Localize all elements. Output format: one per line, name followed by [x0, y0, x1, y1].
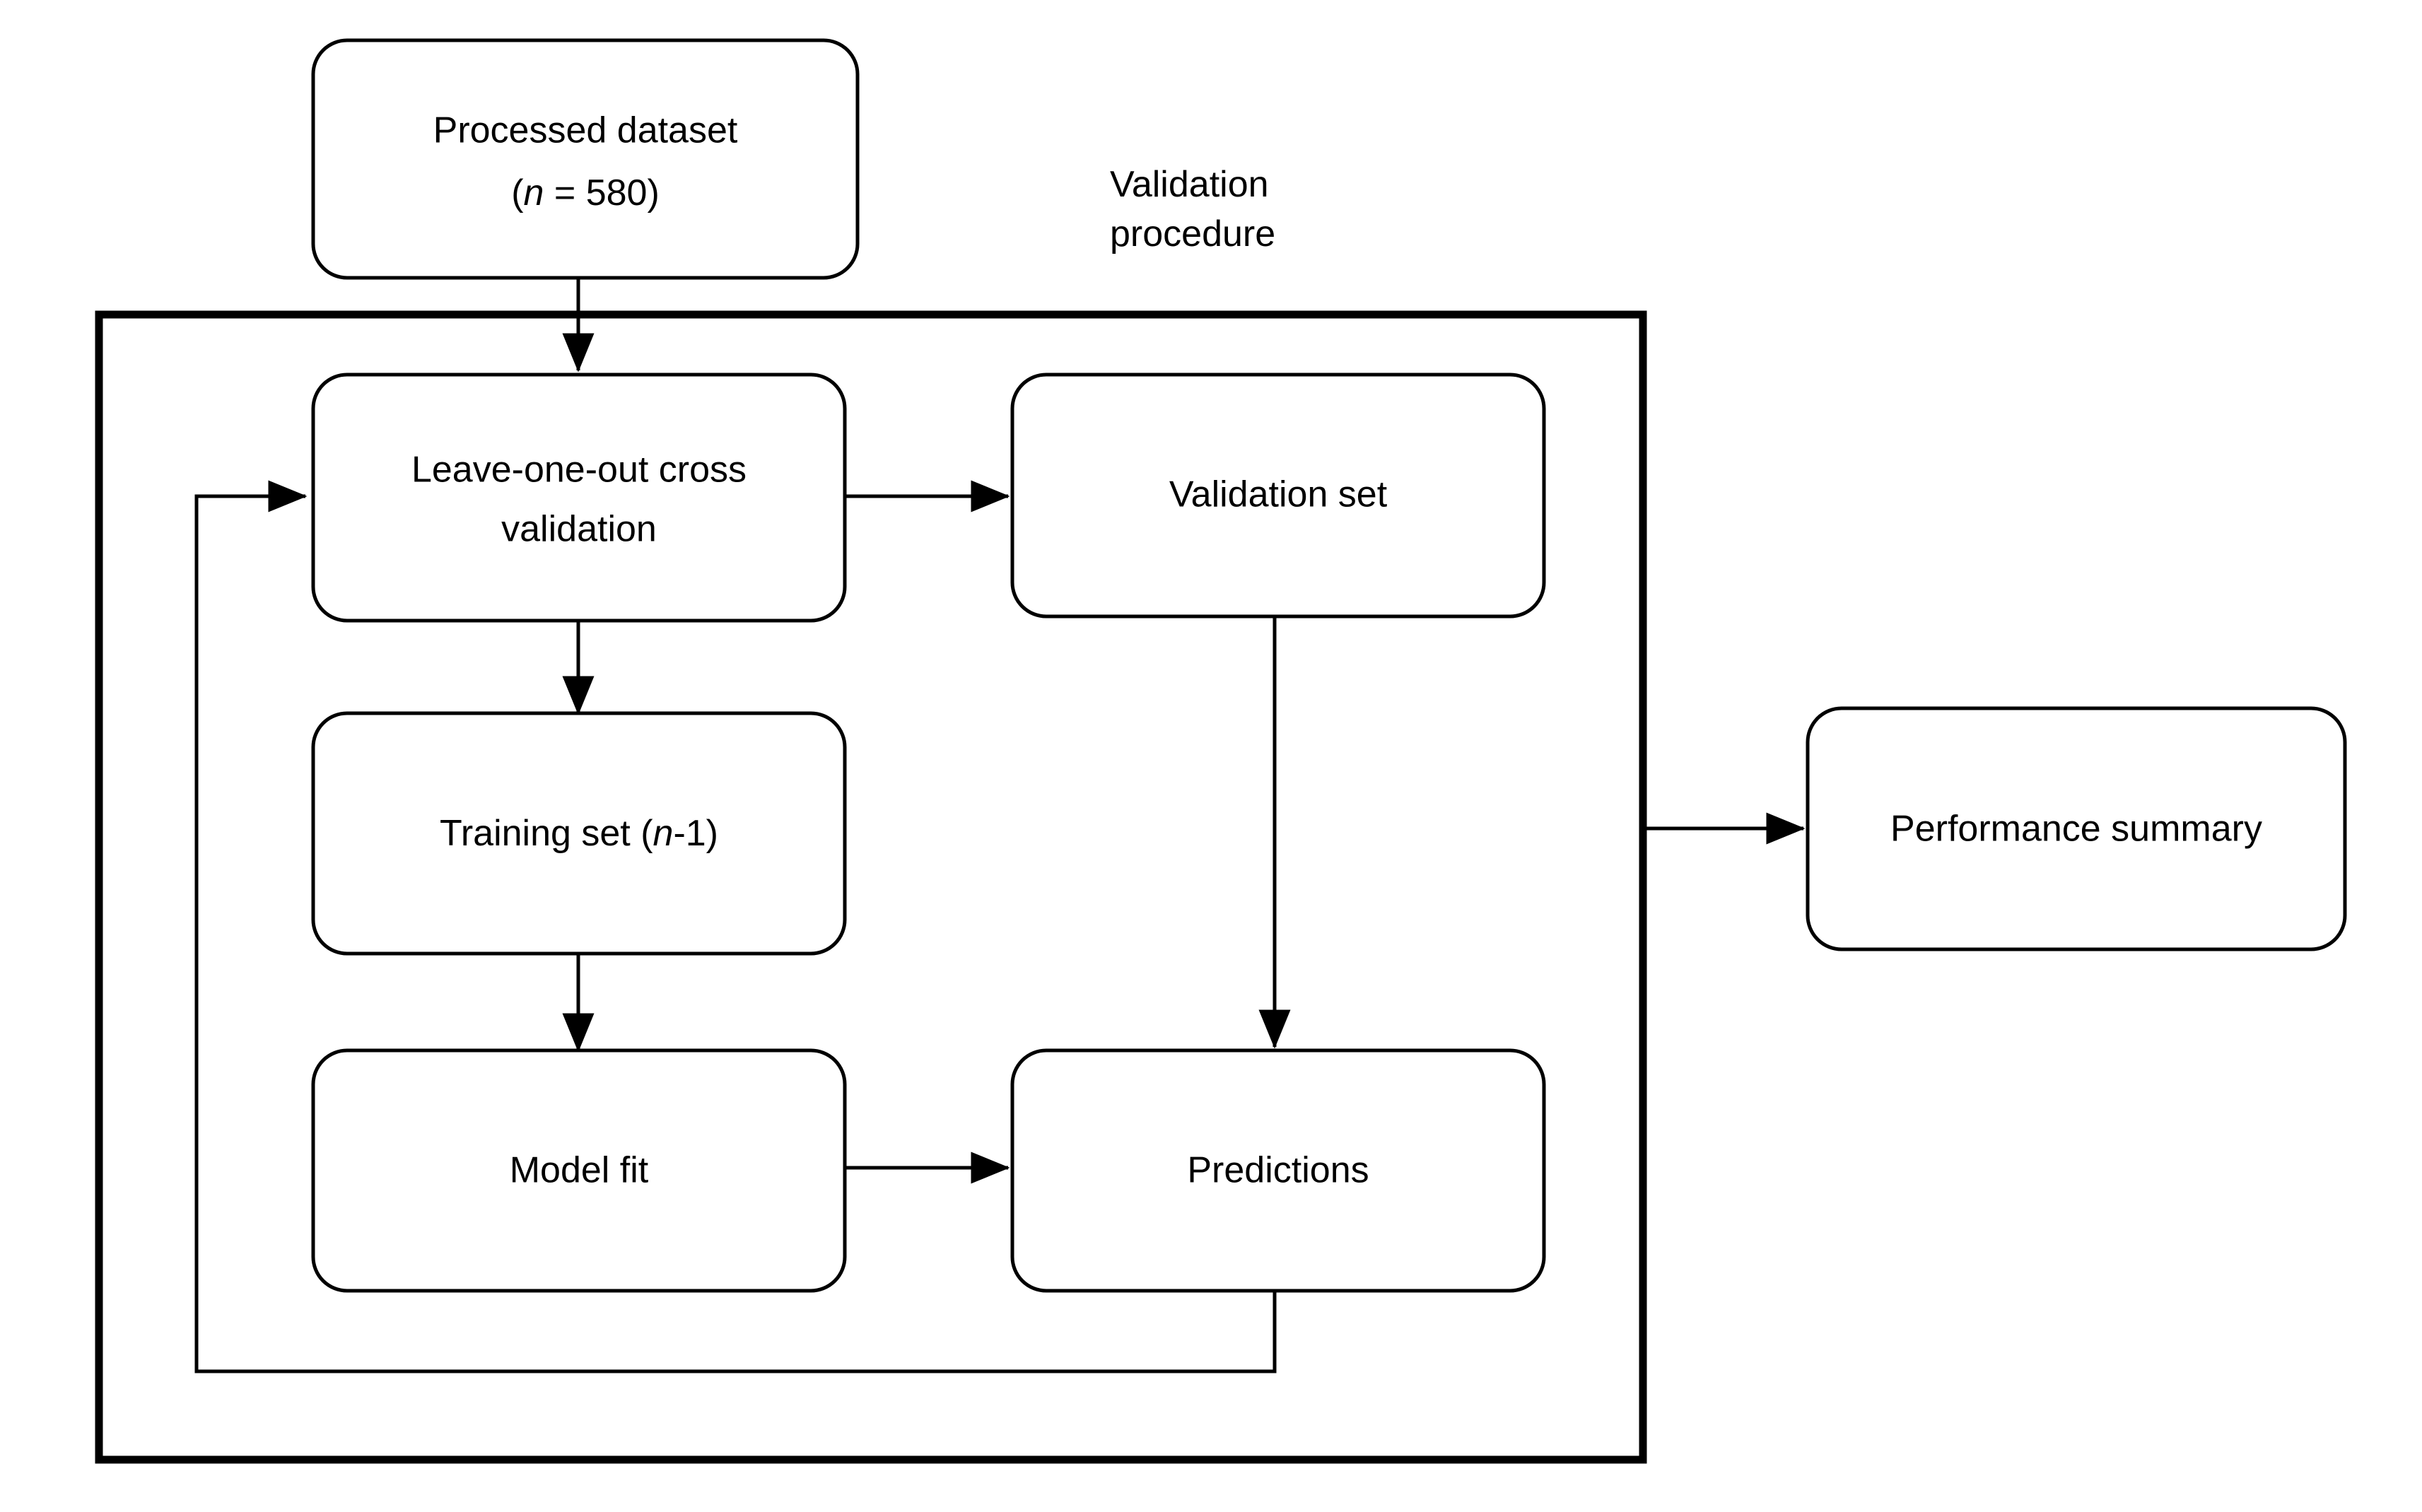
node-performance-summary[interactable]: Performance summary	[1806, 706, 2347, 951]
training-set-n-italic: n	[653, 813, 674, 854]
validation-procedure-label-line1: Validation	[1110, 164, 1269, 205]
validation-set-box[interactable]	[1010, 373, 1546, 619]
performance-summary-box[interactable]	[1806, 706, 2347, 951]
training-set-label-prefix: Training set (	[440, 813, 653, 854]
processed-dataset-n-italic: n	[524, 172, 544, 213]
loocv-label-line2: validation	[501, 509, 657, 550]
validation-procedure-group	[95, 310, 1647, 1464]
predictions-box[interactable]	[1010, 1048, 1546, 1293]
edge-predictions-loop-to-loocv	[194, 480, 1277, 1373]
model-fit-box[interactable]	[311, 1048, 847, 1293]
processed-dataset-count: = 580)	[544, 172, 659, 213]
performance-summary-label: Performance summary	[1890, 809, 2262, 850]
node-model-fit[interactable]: Model fit	[311, 1048, 847, 1293]
loocv-box[interactable]	[311, 373, 847, 623]
processed-dataset-label-line1: Processed dataset	[433, 110, 738, 151]
validation-procedure-label: Validation procedure	[1110, 164, 1275, 254]
predictions-label: Predictions	[1187, 1150, 1369, 1191]
node-validation-set[interactable]: Validation set	[1010, 373, 1546, 619]
node-processed-dataset[interactable]: Processed dataset (n = 580)	[311, 38, 860, 280]
processed-dataset-paren-open: (	[511, 172, 524, 213]
node-predictions[interactable]: Predictions	[1010, 1048, 1546, 1293]
training-set-label-suffix: -1)	[673, 813, 718, 854]
processed-dataset-label-line2: (n = 580)	[511, 172, 660, 213]
validation-procedure-label-line2: procedure	[1110, 213, 1275, 254]
node-loocv[interactable]: Leave-one-out cross validation	[311, 373, 847, 623]
node-training-set[interactable]: Training set (n-1)	[311, 711, 847, 956]
loocv-label-line1: Leave-one-out cross	[411, 450, 747, 491]
training-set-label: Training set (n-1)	[440, 813, 718, 854]
training-set-box[interactable]	[311, 711, 847, 956]
validation-set-label: Validation set	[1169, 474, 1388, 515]
model-fit-label: Model fit	[510, 1150, 649, 1191]
processed-dataset-box[interactable]	[311, 38, 860, 280]
